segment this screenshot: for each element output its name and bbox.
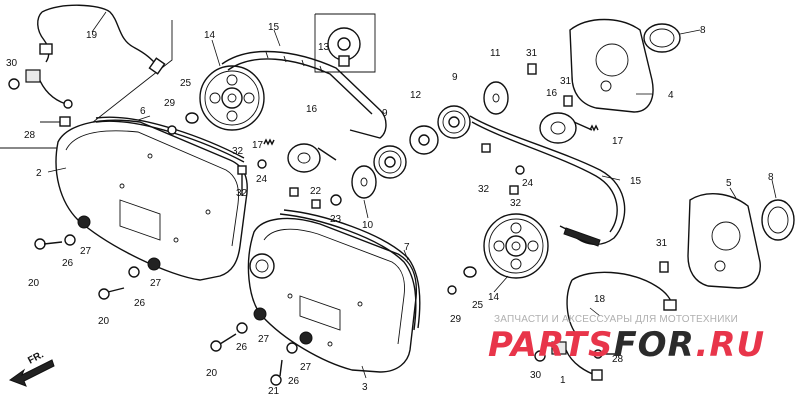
- flange-plate: [409, 125, 439, 155]
- front-arrow-icon: [8, 359, 55, 387]
- drive-gear-left: [373, 145, 407, 179]
- part-label-32b: 32: [236, 188, 248, 199]
- part-label-24b: 24: [522, 178, 534, 189]
- section-frame: [0, 13, 376, 149]
- front-direction-marker: FR.: [8, 349, 55, 387]
- part-label-17b: 17: [612, 136, 624, 147]
- part-label-26d: 26: [288, 376, 300, 387]
- part-label-8b: 8: [768, 172, 774, 183]
- part-label-8a: 8: [700, 25, 706, 36]
- part-label-19: 19: [86, 30, 98, 41]
- watermark-logo-for: FOR: [613, 325, 695, 365]
- part-label-27a: 27: [80, 246, 92, 257]
- part-label-27c: 27: [258, 334, 270, 345]
- watermark-logo-ru: .RU: [695, 325, 765, 365]
- leader-lines: [47, 11, 777, 379]
- part-label-15b: 15: [630, 176, 642, 187]
- part-label-9a: 9: [382, 108, 388, 119]
- part-label-26c: 26: [236, 342, 248, 353]
- part-label-30a: 30: [6, 58, 18, 69]
- part-label-25a: 25: [180, 78, 192, 89]
- part-label-31c: 31: [656, 238, 668, 249]
- part-label-4: 4: [668, 90, 674, 101]
- timing-pulley-upper: [199, 65, 265, 131]
- gasket-upper: [643, 23, 681, 53]
- watermark-tagline: ЗАПЧАСТИ И АКСЕССУАРЫ ДЛЯ МОТОТЕХНИКИ: [494, 314, 738, 325]
- part-label-12: 12: [410, 90, 422, 101]
- sensor-cable: [8, 4, 166, 127]
- part-label-32d: 32: [510, 198, 522, 209]
- belt-cover-left: [55, 119, 248, 281]
- part-labels: 1 2 3 4 5 6 7 8 8 9 9 10 11 12 13 14 14 …: [6, 22, 774, 397]
- part-label-14b: 14: [488, 292, 500, 303]
- seal-strip-right: [279, 209, 421, 331]
- washer-11: [483, 81, 509, 115]
- part-label-31b: 31: [560, 76, 572, 87]
- part-label-32a: 32: [232, 146, 244, 157]
- cam-pulley-inset: [327, 27, 361, 67]
- part-label-29a: 29: [164, 98, 176, 109]
- part-label-16b: 16: [546, 88, 558, 99]
- part-label-24a: 24: [256, 174, 268, 185]
- part-label-25b: 25: [472, 300, 484, 311]
- part-label-23: 23: [330, 214, 342, 225]
- part-label-26a: 26: [62, 258, 74, 269]
- washer-10: [351, 165, 377, 199]
- part-label-27b: 27: [150, 278, 162, 289]
- sensor-cable-lower: [534, 271, 677, 381]
- part-label-26b: 26: [134, 298, 146, 309]
- gasket-lower: [761, 199, 795, 241]
- belt-cover-right: [247, 217, 418, 373]
- timing-belt-lower: [469, 115, 626, 247]
- timing-pulley-lower: [483, 213, 549, 279]
- part-label-14a: 14: [204, 30, 216, 41]
- tensioner-left: [287, 143, 337, 173]
- fasteners: [34, 63, 669, 386]
- part-label-22: 22: [310, 186, 322, 197]
- part-label-29b: 29: [450, 314, 462, 325]
- part-label-32c: 32: [478, 184, 490, 195]
- part-label-20a: 20: [28, 278, 40, 289]
- tensioner-right: [539, 112, 593, 144]
- part-label-31a: 31: [526, 48, 538, 59]
- part-label-10: 10: [362, 220, 374, 231]
- part-label-21: 21: [268, 386, 280, 397]
- part-label-9b: 9: [452, 72, 458, 83]
- part-label-15a: 15: [268, 22, 280, 33]
- part-label-11: 11: [490, 48, 501, 59]
- drive-gear-right: [437, 105, 471, 139]
- part-label-20b: 20: [98, 316, 110, 327]
- part-label-27d: 27: [300, 362, 312, 373]
- part-label-7: 7: [404, 242, 410, 253]
- part-label-18: 18: [594, 294, 606, 305]
- part-label-2: 2: [36, 168, 42, 179]
- watermark-logo: PARTSFOR.RU: [488, 325, 765, 365]
- watermark-logo-parts: PARTS: [488, 325, 613, 365]
- watermark: ЗАПЧАСТИ И АКСЕССУАРЫ ДЛЯ МОТОТЕХНИКИ PA…: [488, 314, 765, 365]
- part-label-28a: 28: [24, 130, 36, 141]
- part-label-13: 13: [318, 42, 330, 53]
- part-label-1: 1: [560, 375, 566, 386]
- part-label-6: 6: [140, 106, 146, 117]
- back-plate-upper: [569, 18, 654, 113]
- timing-belt-upper: [221, 50, 387, 139]
- part-label-5: 5: [726, 178, 732, 189]
- part-label-17a: 17: [252, 140, 264, 151]
- part-label-28b: 28: [612, 354, 624, 365]
- part-label-20c: 20: [206, 368, 218, 379]
- part-label-3: 3: [362, 382, 368, 393]
- back-plate-lower: [687, 193, 761, 289]
- part-label-30b: 30: [530, 370, 542, 381]
- part-label-16a: 16: [306, 104, 318, 115]
